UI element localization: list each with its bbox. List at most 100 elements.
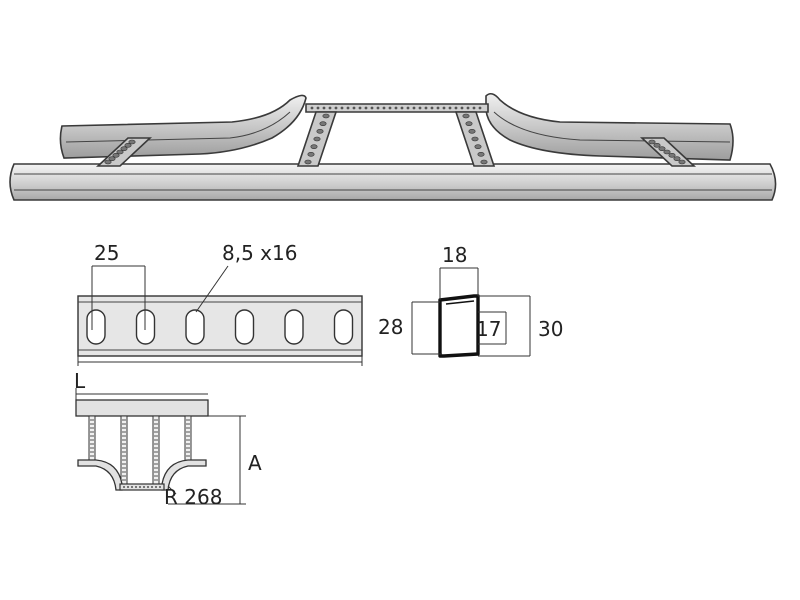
cross-bar-hole: [472, 106, 476, 110]
cross-bar-hole: [424, 106, 428, 110]
hole-pitch-label: 25: [94, 241, 119, 265]
rail-side-body: [77, 295, 363, 357]
rung-slot: [313, 136, 321, 142]
rung-slot: [462, 113, 470, 119]
rung-slot: [468, 129, 476, 134]
rung-slot: [673, 156, 681, 161]
cross-bar-hole: [388, 106, 392, 110]
back-right-rail: [485, 92, 734, 161]
branch-bar-hole: [139, 486, 141, 488]
inner-height-label: 17: [476, 317, 501, 341]
plan-rung: [88, 415, 96, 465]
rung-slot: [108, 156, 116, 161]
slot-size-label: 8,5 x16: [222, 241, 297, 265]
rung-right-outer: [639, 137, 697, 167]
branch-bar-hole: [151, 486, 153, 488]
cross-bar-hole: [394, 106, 398, 110]
cross-bar-hole: [346, 106, 350, 110]
branch-bar-hole: [159, 486, 161, 488]
rung-slot: [319, 121, 327, 126]
rung-right-inner: [454, 111, 496, 167]
branch-bar-hole: [135, 486, 137, 488]
plan-left-curve: [77, 459, 123, 491]
rung-height-label: 28: [378, 315, 403, 339]
length-label: L: [74, 369, 86, 393]
cross-bar-hole: [322, 106, 326, 110]
plan-branch-bar: [119, 483, 165, 491]
rung-left-inner: [296, 111, 338, 167]
cross-bar-hole: [382, 106, 386, 110]
rung-slot: [653, 143, 661, 148]
tee-piece-illustration: [9, 92, 777, 201]
rung-slot: [310, 144, 318, 149]
cross-bar-hole: [352, 106, 356, 110]
rung-slot: [474, 144, 482, 149]
rung-slot: [668, 153, 676, 158]
rung-left-outer: [95, 137, 153, 167]
slot-row: [86, 309, 354, 345]
front-main-rail: [9, 163, 777, 201]
plan-right-curve: [161, 459, 207, 491]
cross-bar-hole: [370, 106, 374, 110]
radius-label: R 268: [164, 485, 222, 509]
plan-rung: [120, 415, 128, 487]
plan-rung: [184, 415, 192, 465]
branch-bar-hole: [155, 486, 157, 488]
cross-bar-hole: [358, 106, 362, 110]
outer-height-label: 30: [538, 317, 563, 341]
slot-hole: [284, 309, 304, 345]
rung-slot: [116, 149, 124, 155]
cross-bar-hole: [364, 106, 368, 110]
cross-bar-hole: [466, 106, 470, 110]
plan-main-rail: [75, 399, 209, 417]
rung-slot: [104, 159, 112, 165]
rung-slot: [322, 113, 330, 119]
rung-slot: [663, 149, 671, 155]
cross-bar-holes: [310, 106, 482, 110]
cross-bar-hole: [478, 106, 482, 110]
slot-hole: [86, 309, 106, 345]
arm-label: A: [248, 451, 262, 475]
rung-slot: [678, 159, 686, 165]
cross-bar-hole: [436, 106, 440, 110]
c-profile: [438, 294, 480, 358]
rung-slot: [307, 152, 315, 157]
slot-hole: [333, 309, 354, 345]
cross-bar-hole: [334, 106, 338, 110]
plan-rung: [152, 415, 160, 487]
cross-bar-hole: [310, 106, 314, 110]
rung-slot: [658, 146, 666, 151]
rung-slot: [480, 159, 488, 165]
rung-slot: [648, 139, 656, 145]
cross-bar-hole: [460, 106, 464, 110]
slot-hole: [234, 309, 255, 345]
cross-bar-hole: [430, 106, 434, 110]
rung-slot: [124, 143, 132, 148]
plan-rungs: [88, 415, 192, 487]
cross-bar-hole: [442, 106, 446, 110]
cross-bar-hole: [448, 106, 452, 110]
cross-bar-hole: [328, 106, 332, 110]
slot-hole: [185, 309, 205, 345]
rung-cross-section: 18 28 17 30: [378, 243, 563, 358]
cross-bar-hole: [376, 106, 380, 110]
rung-slot: [112, 153, 120, 158]
branch-bar-hole: [123, 486, 125, 488]
rung-slot: [316, 129, 324, 134]
rung-slot: [465, 121, 473, 126]
back-left-rail: [59, 94, 307, 159]
rung-slot: [471, 136, 479, 142]
rung-width-label: 18: [442, 243, 467, 267]
branch-bar-hole: [147, 486, 149, 488]
cross-bar-hole: [400, 106, 404, 110]
rung-slot: [120, 146, 128, 151]
cross-bar-hole: [406, 106, 410, 110]
branch-bar-hole: [143, 486, 145, 488]
tee-plan-view: L A R 268: [74, 369, 262, 509]
rung-slot: [304, 159, 312, 165]
cross-bar-hole: [454, 106, 458, 110]
cross-bar-hole: [418, 106, 422, 110]
cross-bar-hole: [340, 106, 344, 110]
